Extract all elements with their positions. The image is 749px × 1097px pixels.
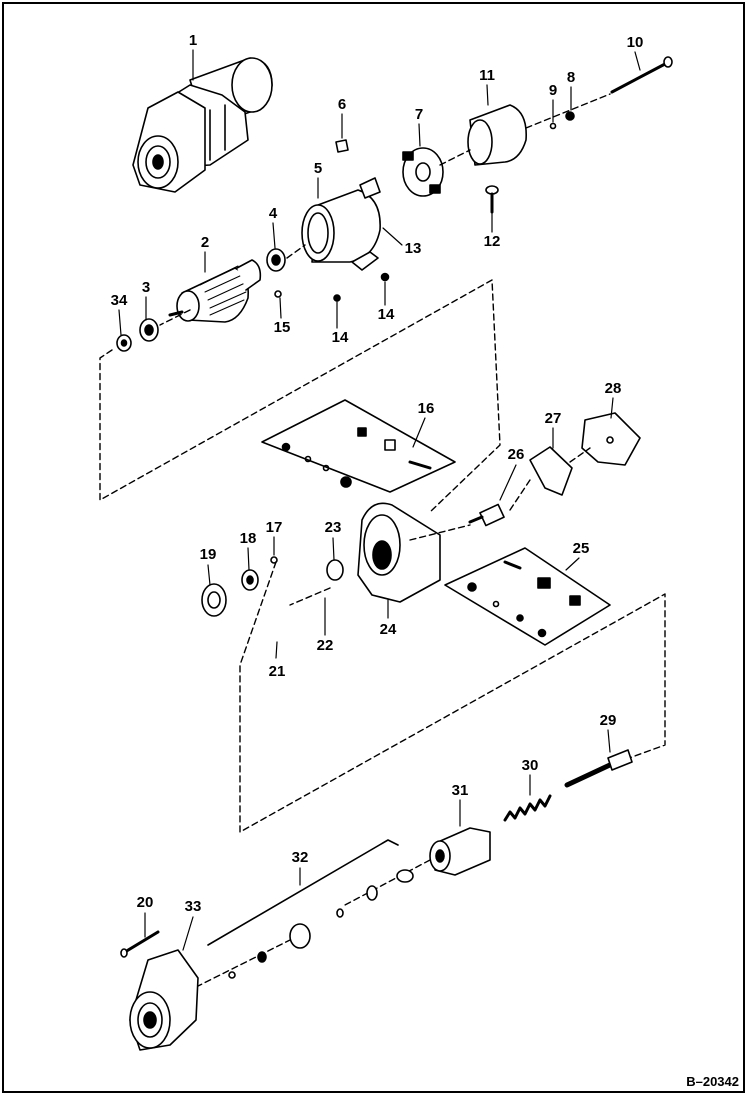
part-label-9: 9 bbox=[548, 82, 558, 99]
plunger-part-26 bbox=[468, 503, 505, 527]
lower-dashed-lines bbox=[189, 447, 666, 991]
leader-lines bbox=[118, 49, 641, 951]
part-label-27: 27 bbox=[544, 410, 562, 427]
part-label-30: 30 bbox=[521, 757, 539, 774]
kit-box-part-25 bbox=[444, 547, 611, 646]
part-label-34: 34 bbox=[110, 292, 128, 309]
part-label-18: 18 bbox=[239, 530, 257, 547]
spring-part-30 bbox=[503, 794, 552, 822]
part-label-32: 32 bbox=[291, 849, 309, 866]
part-label-8: 8 bbox=[566, 69, 576, 86]
part-label-33: 33 bbox=[184, 898, 202, 915]
yoke-part-5 bbox=[301, 177, 381, 263]
part-label-20: 20 bbox=[136, 894, 154, 911]
pinion-set-part-32 bbox=[228, 869, 414, 979]
part-label-21: 21 bbox=[268, 663, 286, 680]
cover-plate-part-28 bbox=[581, 412, 641, 466]
washer-part-34 bbox=[116, 334, 132, 352]
terminal-part-13 bbox=[351, 251, 379, 271]
part-label-12: 12 bbox=[483, 233, 501, 250]
nut-part-14 bbox=[380, 272, 390, 282]
part-label-25: 25 bbox=[572, 540, 590, 557]
part-label-6: 6 bbox=[337, 96, 347, 113]
part-label-15: 15 bbox=[273, 319, 291, 336]
screw-part-12 bbox=[485, 185, 499, 214]
starter-assembly-part-1 bbox=[132, 57, 273, 193]
part-label-2: 2 bbox=[200, 234, 210, 251]
o-ring-part-23 bbox=[326, 559, 344, 581]
drawing-code: B–20342 bbox=[686, 1074, 739, 1089]
gear-part-18 bbox=[241, 569, 259, 591]
part-label-29: 29 bbox=[599, 712, 617, 729]
nut-part-8 bbox=[565, 111, 575, 121]
bearing-part-3 bbox=[139, 318, 159, 342]
upper-dashed-lines bbox=[99, 93, 611, 513]
brush-holder-part-7 bbox=[402, 147, 444, 197]
part-label-31: 31 bbox=[451, 782, 469, 799]
part-label-14: 14 bbox=[331, 329, 349, 346]
part-label-13: 13 bbox=[404, 240, 422, 257]
part-label-11: 11 bbox=[479, 67, 495, 84]
part-label-3: 3 bbox=[141, 279, 151, 296]
bracket-part-32 bbox=[207, 839, 399, 946]
nut-part-14b bbox=[333, 294, 341, 302]
part-label-10: 10 bbox=[626, 34, 644, 51]
clip-part-6 bbox=[335, 139, 349, 153]
part-label-28: 28 bbox=[604, 380, 622, 397]
part-label-26: 26 bbox=[507, 446, 525, 463]
end-cover-part-11 bbox=[467, 104, 527, 166]
washer-part-9 bbox=[549, 122, 557, 130]
through-bolt-part-10 bbox=[610, 56, 673, 94]
part-label-14b: 14 bbox=[377, 306, 395, 323]
bearing-part-4 bbox=[266, 248, 286, 272]
armature-part-2 bbox=[168, 259, 262, 323]
clutch-part-31 bbox=[429, 827, 491, 876]
part-label-16: 16 bbox=[417, 400, 435, 417]
drive-housing-part-33 bbox=[129, 949, 199, 1051]
housing-part-24 bbox=[357, 502, 441, 603]
kit-box-part-16 bbox=[261, 399, 456, 493]
washer-part-15 bbox=[274, 290, 282, 298]
part-label-17: 17 bbox=[265, 519, 283, 536]
part-label-5: 5 bbox=[313, 160, 323, 177]
part-label-7: 7 bbox=[414, 106, 424, 123]
part-label-23: 23 bbox=[324, 519, 342, 536]
part-label-4: 4 bbox=[268, 205, 278, 222]
part-label-22: 22 bbox=[316, 637, 334, 654]
part-label-1: 1 bbox=[188, 32, 198, 49]
shaft-part-29 bbox=[564, 749, 633, 788]
bolt-part-20 bbox=[120, 930, 160, 958]
part-label-19: 19 bbox=[199, 546, 217, 563]
part-label-24: 24 bbox=[379, 621, 397, 638]
gasket-part-27 bbox=[529, 446, 573, 496]
gear-part-19 bbox=[201, 583, 227, 617]
washer-part-17 bbox=[270, 556, 278, 564]
